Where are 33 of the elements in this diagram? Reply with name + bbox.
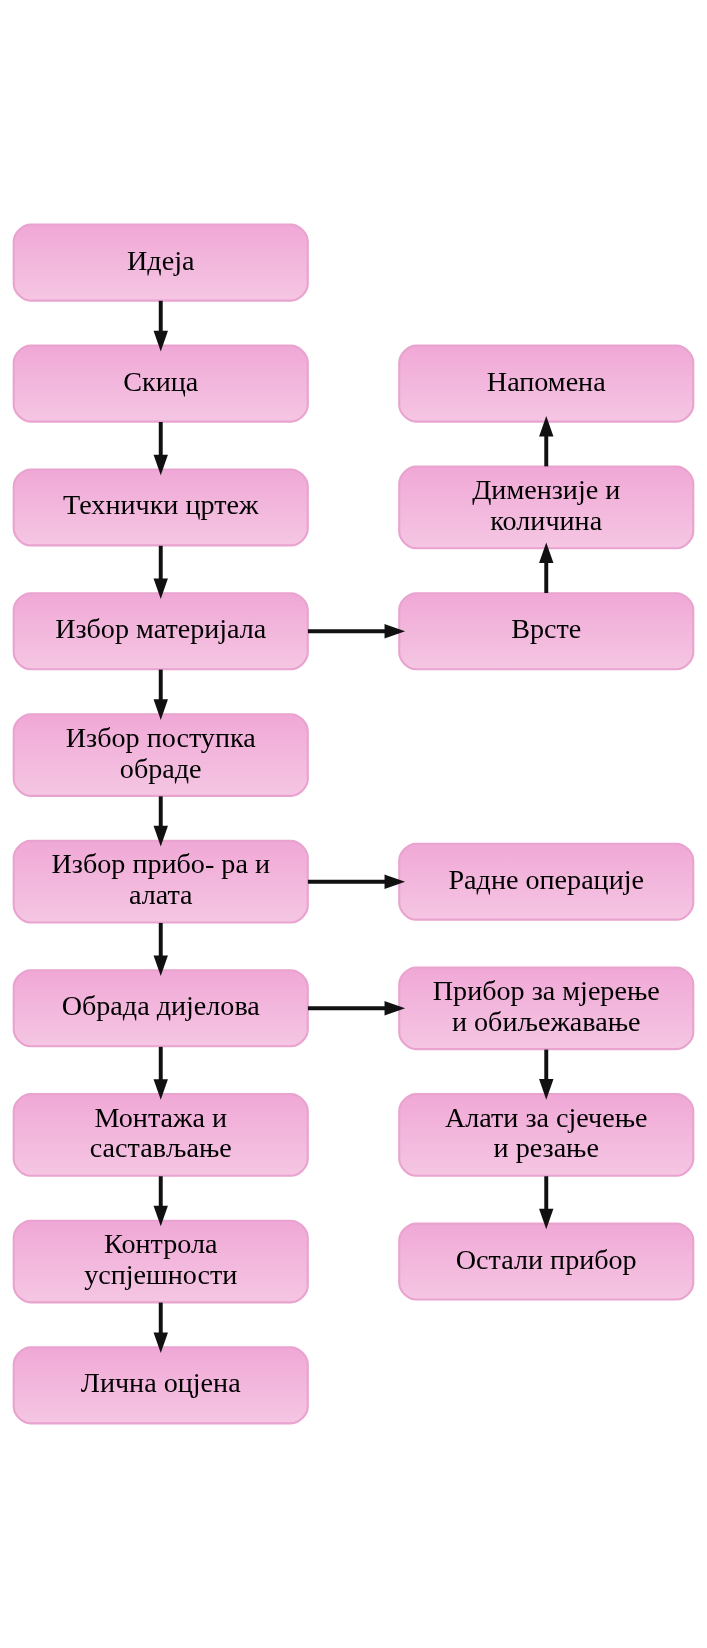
node-box: Скица xyxy=(12,344,309,423)
arrow xyxy=(153,669,168,720)
node-box: Монтажа и састављање xyxy=(12,1093,309,1177)
node-box: Обрада дијелова xyxy=(12,969,309,1048)
arrow xyxy=(539,416,554,467)
node-box: Врсте xyxy=(398,592,695,671)
node-box: Лична оцјена xyxy=(12,1346,309,1425)
arrow xyxy=(153,300,168,352)
node-box: Идеја xyxy=(12,223,309,302)
node-box: Технички цртеж xyxy=(12,468,309,547)
arrow xyxy=(153,1046,168,1100)
arrow xyxy=(153,545,168,600)
arrow xyxy=(307,1001,406,1016)
arrow xyxy=(153,1176,168,1227)
node-box: Радне операције xyxy=(398,842,695,921)
arrow xyxy=(153,1302,168,1354)
node-box: Прибор за мјерење и обиљежавање xyxy=(398,966,695,1051)
node-box: Алати за сјечење и резање xyxy=(398,1093,695,1177)
arrow xyxy=(539,1176,554,1230)
node-box: Избор поступка обраде xyxy=(12,713,309,797)
node-box: Избор материјала xyxy=(12,592,309,671)
arrow xyxy=(307,624,406,639)
arrow xyxy=(539,542,554,593)
node-box: Остали прибор xyxy=(398,1222,695,1301)
node-box: Димензије и количина xyxy=(398,465,695,550)
node-box: Избор прибо- ра и алата xyxy=(12,839,309,924)
arrow xyxy=(539,1049,554,1100)
arrow xyxy=(153,422,168,476)
node-box: Контрола успјешности xyxy=(12,1219,309,1304)
arrow xyxy=(307,874,406,889)
arrow xyxy=(153,796,168,847)
node-box: Напомена xyxy=(398,344,695,423)
arrow xyxy=(153,922,168,976)
